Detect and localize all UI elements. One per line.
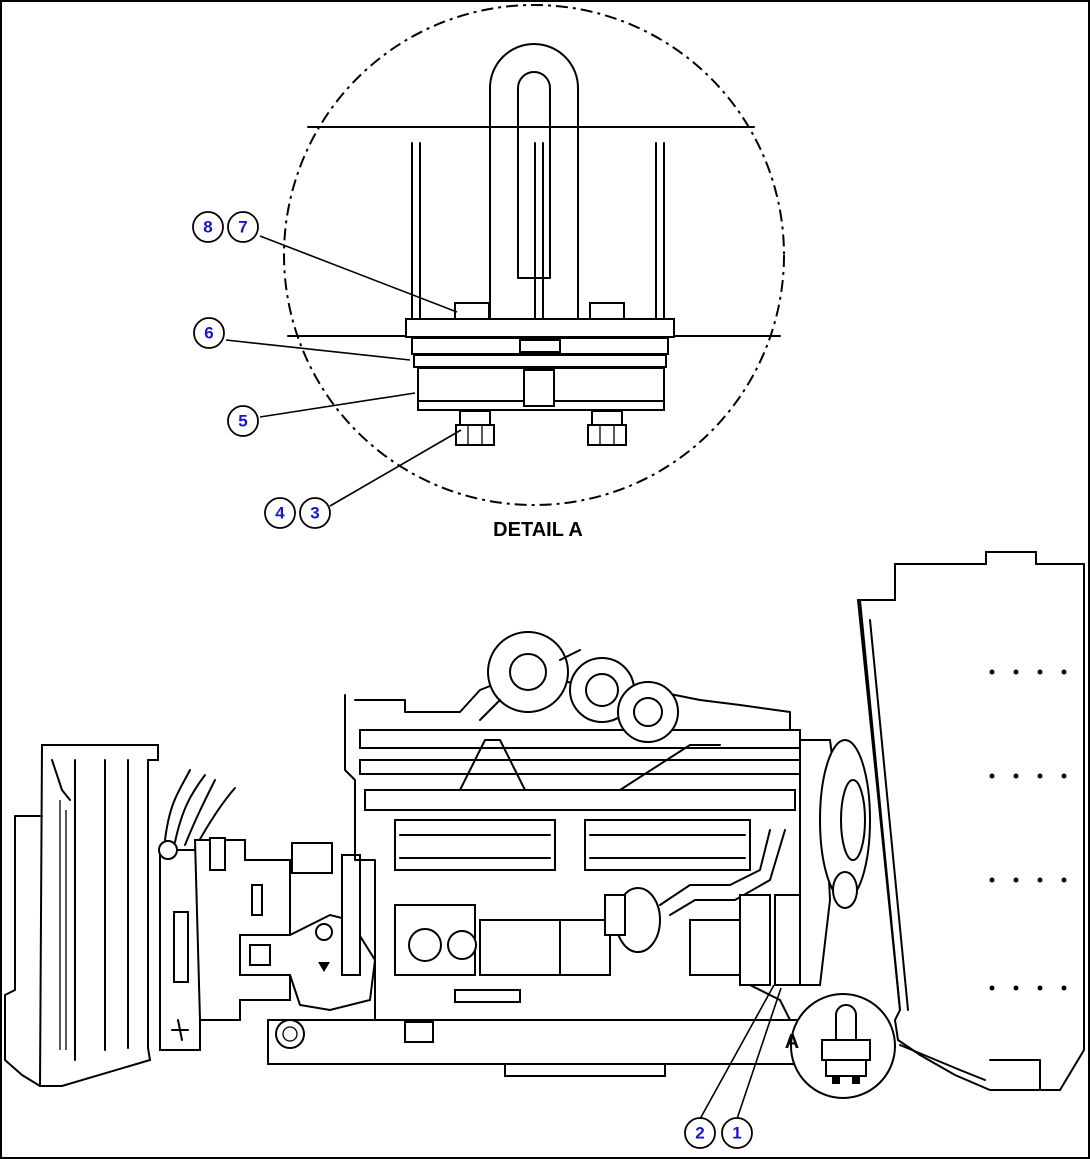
detail-a-view: DETAIL A	[283, 4, 785, 541]
callout-6: 6	[193, 317, 225, 349]
svg-text:2: 2	[695, 1124, 704, 1143]
detail-a-locator	[790, 993, 896, 1099]
bottom-washer-left	[459, 410, 491, 426]
top-nut-left	[454, 302, 490, 321]
callout-1: 1	[721, 1117, 753, 1149]
detail-a-boundary	[283, 4, 785, 506]
detail-a-title: DETAIL A	[493, 519, 583, 541]
bottom-washer-right	[591, 410, 623, 426]
bottom-nut-left	[455, 424, 495, 446]
engine-assembly: A	[4, 551, 1085, 1099]
u-bolt	[489, 43, 579, 319]
callout-4: 4	[264, 497, 296, 529]
svg-text:8: 8	[203, 218, 212, 237]
bottom-nut-right	[587, 424, 627, 446]
svg-text:3: 3	[310, 504, 319, 523]
callout-7: 7	[227, 211, 259, 243]
cab-bolt-pattern	[989, 669, 1067, 991]
svg-text:6: 6	[204, 324, 213, 343]
turbochargers	[479, 631, 679, 743]
upper-plate	[405, 318, 675, 338]
detail-a-marker: A	[785, 1031, 799, 1053]
svg-text:4: 4	[275, 504, 285, 523]
svg-text:1: 1	[732, 1124, 741, 1143]
callout-5: 5	[227, 405, 259, 437]
callout-3: 3	[299, 497, 331, 529]
top-nut-right	[589, 302, 625, 321]
callout-8: 8	[192, 211, 224, 243]
svg-text:7: 7	[238, 218, 247, 237]
svg-text:5: 5	[238, 412, 247, 431]
cushion-lower	[413, 354, 667, 368]
callout-2: 2	[684, 1117, 716, 1149]
